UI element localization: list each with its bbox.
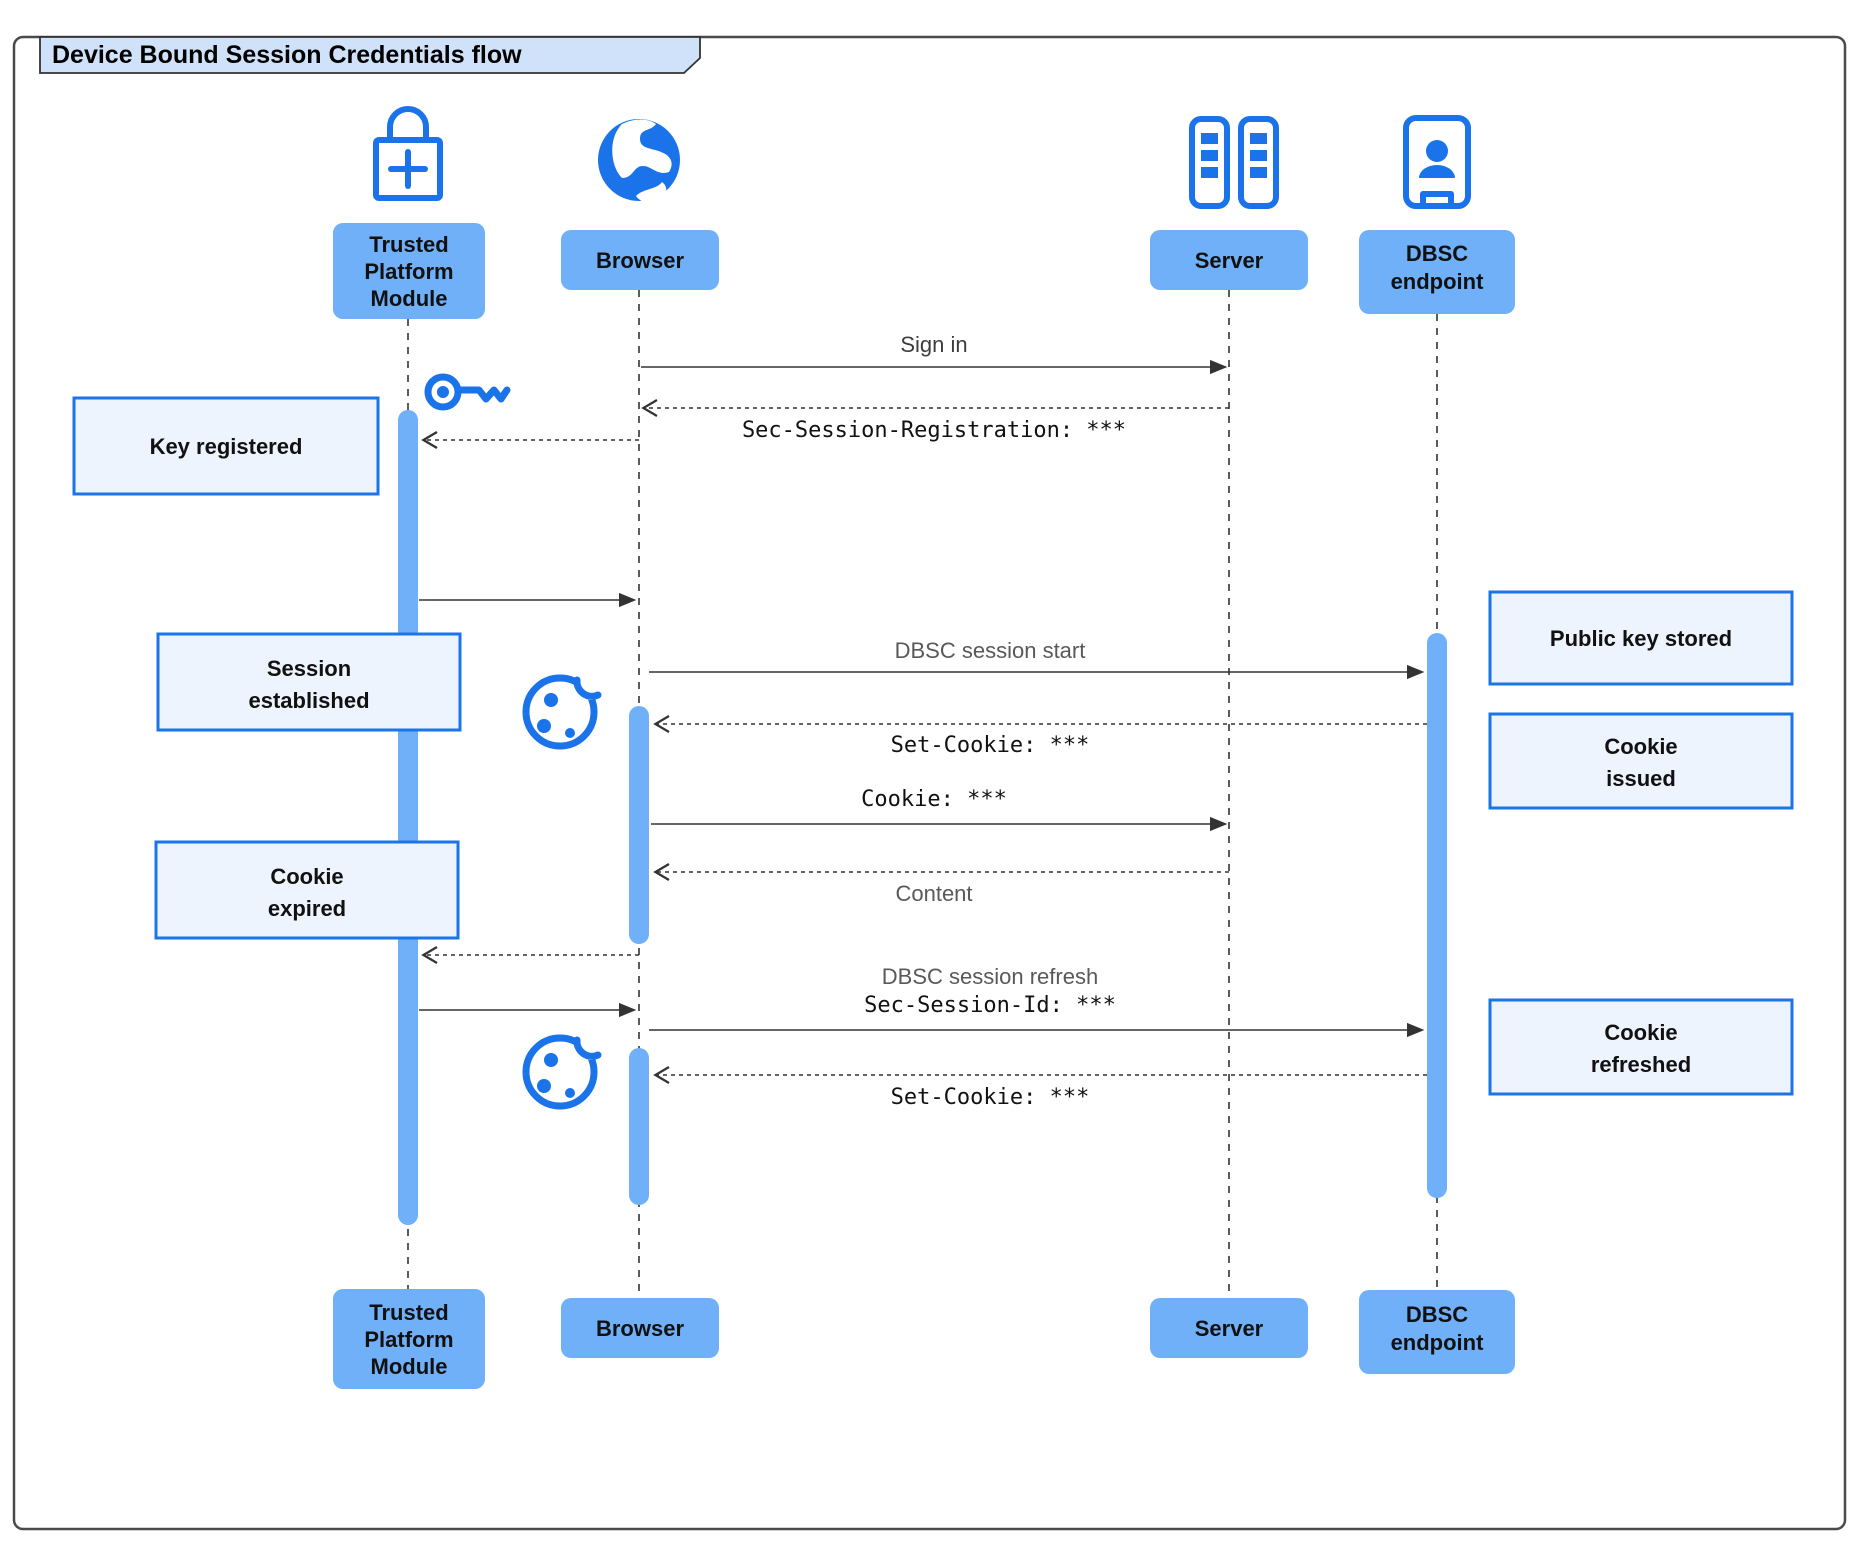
actor-top-dbsc: DBSC endpoint — [1359, 230, 1515, 314]
cookie-icon — [522, 668, 606, 750]
diagram-frame — [12, 35, 1847, 1531]
actor-bottom-browser: Browser — [561, 1298, 719, 1358]
message-label-set-cookie-first: Set-Cookie: *** — [891, 733, 1090, 758]
message-label-content: Content — [895, 881, 972, 906]
message-label-sec-session-id: Sec-Session-Id: *** — [864, 993, 1116, 1018]
actor-label: Server — [1195, 1316, 1264, 1341]
note-session-established: Session established — [156, 632, 462, 732]
actor-label: Platform — [364, 259, 453, 284]
actor-label: Trusted — [369, 232, 448, 257]
actor-label: endpoint — [1391, 269, 1485, 294]
actor-label: Platform — [364, 1327, 453, 1352]
note-label: Public key stored — [1550, 626, 1732, 651]
cookie-icon — [522, 1028, 606, 1110]
actor-bottom-dbsc: DBSC endpoint — [1359, 1290, 1515, 1374]
diagram-title-tab: Device Bound Session Credentials flow — [39, 36, 701, 74]
key-icon — [424, 373, 511, 411]
note-label: expired — [268, 896, 346, 921]
actor-bottom-server: Server — [1150, 1298, 1308, 1358]
door-person-icon — [1403, 115, 1471, 209]
message-label-sec-session-registration: Sec-Session-Registration: *** — [742, 418, 1126, 443]
actor-label: Module — [371, 286, 448, 311]
message-label-dbsc-session-start: DBSC session start — [895, 638, 1086, 663]
actor-top-tpm: Trusted Platform Module — [333, 223, 485, 319]
note-label: issued — [1606, 766, 1676, 791]
message-label-set-cookie-refresh: Set-Cookie: *** — [891, 1085, 1090, 1110]
activation-bar-browser-1 — [629, 706, 649, 944]
actor-label: DBSC — [1406, 1302, 1468, 1327]
activation-bar-dbsc — [1427, 633, 1447, 1198]
actor-label: Trusted — [369, 1300, 448, 1325]
note-label: Key registered — [150, 434, 303, 459]
note-label: Cookie — [1604, 1020, 1677, 1045]
server-racks-icon — [1189, 116, 1279, 209]
message-label-dbsc-session-refresh: DBSC session refresh — [882, 964, 1098, 989]
actor-bottom-tpm: Trusted Platform Module — [333, 1289, 485, 1389]
note-label: Cookie — [270, 864, 343, 889]
globe-icon — [598, 119, 680, 203]
activation-bar-tpm — [398, 410, 418, 1225]
actor-label: endpoint — [1391, 1330, 1485, 1355]
activation-bars — [398, 410, 1447, 1225]
actor-label: Server — [1195, 248, 1264, 273]
actor-label: Browser — [596, 1316, 684, 1341]
note-cookie-refreshed: Cookie refreshed — [1488, 998, 1794, 1096]
note-label: Session — [267, 656, 351, 681]
note-label: Cookie — [1604, 734, 1677, 759]
title-tab-shape — [39, 36, 701, 74]
message-label-cookie: Cookie: *** — [861, 787, 1007, 812]
activation-bar-browser-2 — [629, 1048, 649, 1205]
actor-label: Module — [371, 1354, 448, 1379]
lock-plus-icon — [373, 106, 443, 201]
actor-top-browser: Browser — [561, 230, 719, 290]
diagram-title: Device Bound Session Credentials flow — [52, 41, 522, 69]
actor-top-server: Server — [1150, 230, 1308, 290]
note-cookie-expired: Cookie expired — [154, 840, 460, 940]
note-label: refreshed — [1591, 1052, 1691, 1077]
note-label: established — [248, 688, 369, 713]
note-cookie-issued: Cookie issued — [1488, 712, 1794, 810]
actors-top: Trusted Platform Module Browser Server D… — [333, 223, 1515, 319]
actor-label: DBSC — [1406, 241, 1468, 266]
actor-label: Browser — [596, 248, 684, 273]
note-public-key-stored: Public key stored — [1488, 590, 1794, 686]
note-key-registered: Key registered — [72, 396, 380, 496]
actors-bottom: Trusted Platform Module Browser Server D… — [333, 1289, 1515, 1389]
message-label-sign-in: Sign in — [900, 332, 967, 357]
